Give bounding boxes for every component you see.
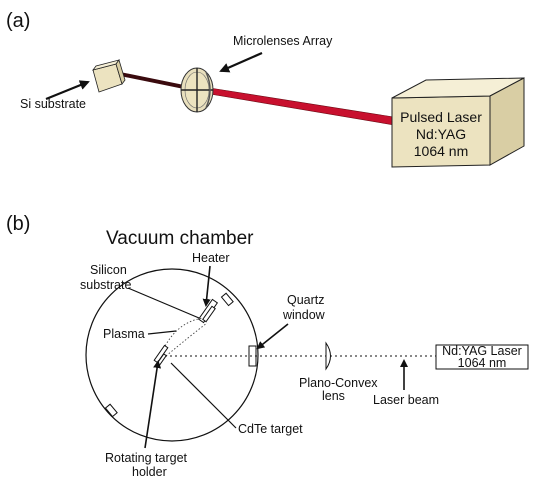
plasma-pointer	[147, 330, 177, 335]
panel-a: (a) Pulsed Laser Nd:YAG 1064 nm	[6, 10, 525, 168]
ndyag-laser-line2: 1064 nm	[458, 356, 507, 370]
rotating-label-1: Rotating target	[105, 451, 188, 465]
silicon-label-1: Silicon	[90, 263, 127, 277]
cdte-label: CdTe target	[238, 422, 303, 436]
pulsed-laser-box: Pulsed Laser Nd:YAG 1064 nm	[391, 77, 525, 168]
cdte-pointer	[170, 362, 237, 429]
ndyag-laser-box	[435, 344, 529, 370]
microlenses-array	[180, 67, 214, 113]
quartz-label-2: window	[282, 308, 326, 322]
chamber-port-bottom	[104, 403, 118, 418]
vacuum-chamber-title: Vacuum chamber	[106, 228, 254, 249]
silicon-pointer	[127, 287, 200, 319]
rotating-pointer	[144, 360, 162, 449]
panel-b: (b) Vacuum chamber Nd:YAG Laser 1064 nm	[6, 213, 529, 479]
lens-label-1: Plano-Convex	[299, 376, 378, 390]
plasma-plume-2	[165, 322, 208, 357]
ndyag-laser-line1: Nd:YAG Laser	[442, 344, 522, 358]
vacuum-chamber	[85, 268, 259, 442]
heater-label: Heater	[192, 251, 230, 265]
quartz-label-1: Quartz	[287, 293, 325, 307]
laser-beam-label: Laser beam	[373, 393, 439, 407]
cdte-target	[153, 344, 169, 367]
beam-to-substrate	[120, 72, 184, 89]
laser-box-line3: 1064 nm	[414, 143, 468, 159]
si-substrate-arrow	[45, 80, 90, 101]
silicon-label-2: substrate	[80, 278, 131, 292]
panel-b-label: (b)	[6, 213, 30, 235]
si-substrate-block	[91, 59, 126, 93]
laser-beam	[209, 87, 401, 127]
plasma-plume	[161, 317, 204, 353]
microlenses-arrow	[219, 51, 263, 73]
heater-assembly	[197, 298, 219, 324]
microlenses-label: Microlenses Array	[233, 34, 333, 48]
laser-box-line2: Nd:YAG	[416, 126, 466, 142]
panel-a-label: (a)	[6, 10, 30, 32]
quartz-pointer	[256, 323, 289, 350]
plano-convex-lens	[325, 341, 331, 371]
chamber-port-top	[220, 292, 234, 307]
rotating-label-2: holder	[132, 465, 167, 479]
plasma-label: Plasma	[103, 327, 145, 341]
lens-label-2: lens	[322, 389, 345, 403]
laser-box-line1: Pulsed Laser	[400, 109, 482, 125]
heater-pointer	[202, 265, 211, 307]
si-substrate-label: Si substrate	[20, 97, 86, 111]
